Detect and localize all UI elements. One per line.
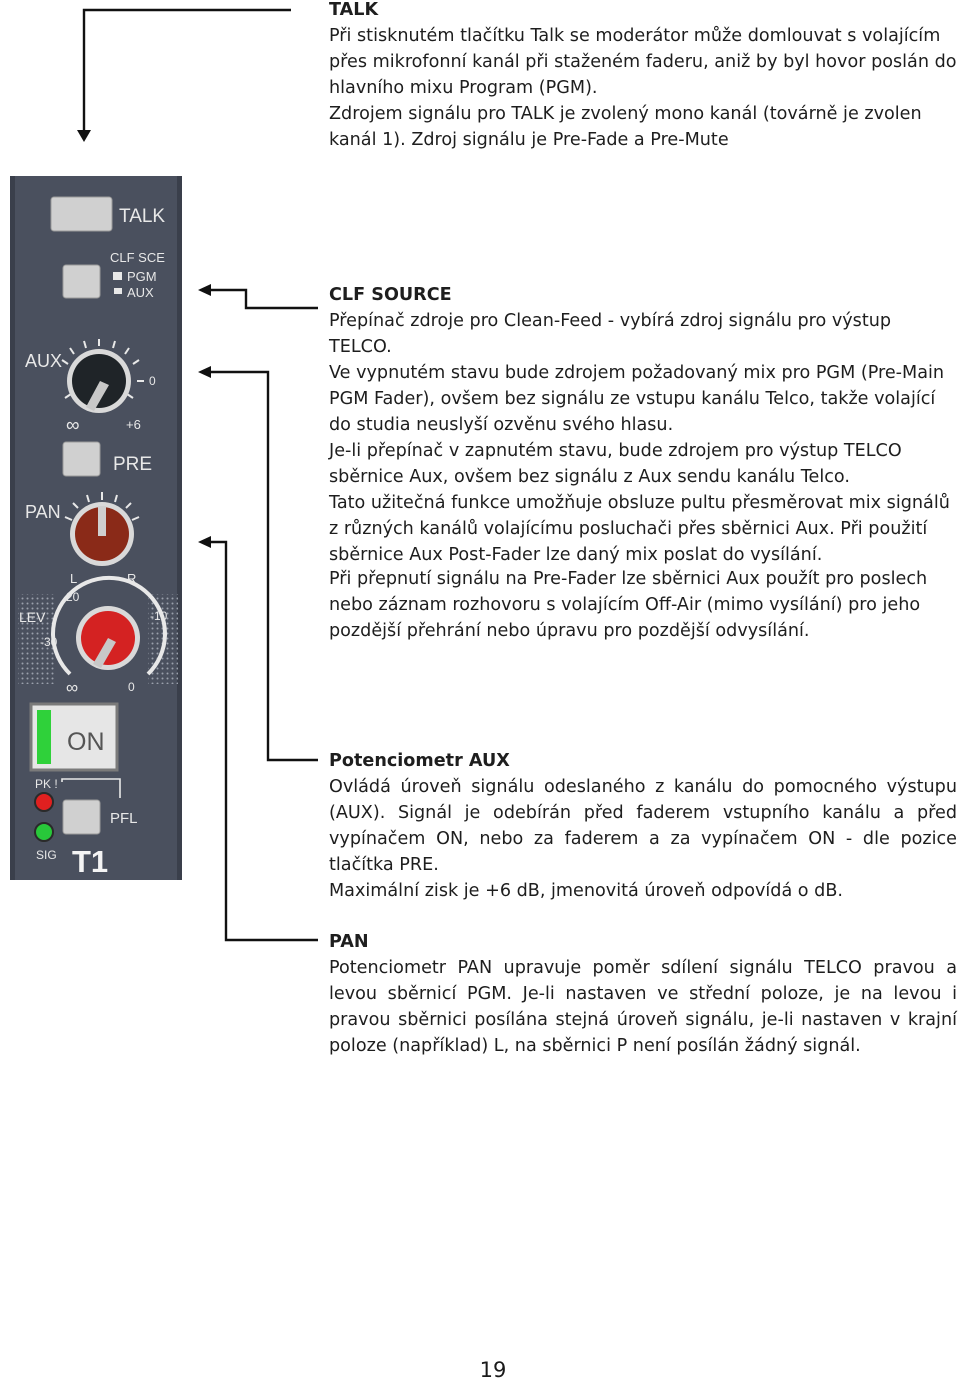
channel-label: T1: [72, 844, 108, 879]
pan-right-label: R: [127, 571, 136, 586]
clf-aux-indicator: [114, 288, 122, 294]
lev-inf-label: ∞: [66, 678, 78, 697]
aux-knob-label: AUX: [25, 351, 62, 371]
clf-extra-section: Při přepnutí signálu na Pre-Fader lze sb…: [329, 566, 929, 644]
pk-led: [34, 792, 54, 812]
pfl-bracket: [61, 778, 121, 798]
aux-knob-scale: [61, 339, 144, 399]
lev-knob-pointer: [93, 638, 116, 668]
clf-paragraph: Je-li přepínač v zapnutém stavu, bude zd…: [329, 441, 902, 487]
talk-paragraph: Zdrojem signálu pro TALK je zvolený mono…: [329, 104, 922, 150]
sig-label: SIG: [36, 848, 57, 862]
clf-paragraph: Ve vypnutém stavu bude zdrojem požadovan…: [329, 363, 945, 435]
clf-paragraph: Přepínač zdroje pro Clean-Feed - vybírá …: [329, 311, 892, 357]
pan-arrowhead: [198, 536, 211, 548]
talk-button[interactable]: [50, 196, 113, 232]
aux-heading: Potenciometr AUX: [329, 751, 510, 771]
sig-led: [34, 822, 54, 842]
lev-minus30-label: -30: [40, 635, 58, 649]
clf-source-section: CLF SOURCE Přepínač zdroje pro Clean-Fee…: [329, 282, 951, 568]
aux-knob-pointer: [86, 381, 109, 411]
talk-section: TALK Při stisknutém tlačítku Talk se mod…: [329, 0, 959, 153]
aux-paragraph: Maximální zisk je +6 dB, jmenovitá úrove…: [329, 881, 843, 901]
channel-strip-illustration: TALK CLF SCE PGM AUX AUX 0 ∞ +6 PRE PAN: [10, 176, 182, 880]
clf-heading: CLF SOURCE: [329, 285, 452, 305]
clf-pgm-indicator: [113, 272, 122, 280]
aux-zero-label: 0: [149, 374, 156, 388]
lev-dot-pattern: [18, 594, 178, 684]
talk-arrowhead: [77, 130, 91, 142]
clf-arrowhead: [198, 284, 211, 296]
pan-knob-pointer: [98, 506, 106, 536]
lev-label: LEV: [19, 609, 46, 625]
lev-minus10-label: -10: [150, 609, 168, 623]
pan-paragraph: Potenciometr PAN upravuje poměr sdílení …: [329, 958, 957, 1056]
aux-plus6-label: +6: [126, 417, 141, 432]
pre-button[interactable]: [62, 441, 101, 477]
pfl-button[interactable]: [62, 799, 101, 835]
aux-inf-label: ∞: [66, 415, 80, 436]
pan-left-label: L: [70, 571, 77, 586]
clf-paragraph: Tato užitečná funkce umožňuje obsluze pu…: [329, 493, 950, 565]
talk-paragraph: Při stisknutém tlačítku Talk se moderáto…: [329, 26, 957, 98]
clf-extra-paragraph: Při přepnutí signálu na Pre-Fader lze sb…: [329, 569, 928, 641]
aux-selector-label: AUX: [127, 285, 154, 300]
clf-sce-button[interactable]: [62, 264, 101, 299]
aux-paragraph: Ovládá úroveň signálu odeslaného z kanál…: [329, 777, 957, 875]
page-number: 19: [479, 1358, 507, 1382]
pgm-label: PGM: [127, 269, 157, 284]
clf-sce-label: CLF SCE: [110, 250, 165, 265]
aux-section: Potenciometr AUX Ovládá úroveň signálu o…: [329, 748, 957, 904]
lev-zero-label: 0: [128, 680, 135, 694]
aux-arrowhead: [198, 366, 211, 378]
pre-label: PRE: [113, 454, 152, 475]
pan-leader-line: [210, 540, 318, 942]
aux-leader-line: [210, 370, 318, 762]
clf-leader-line: [210, 288, 318, 310]
lev-scale-arc: [51, 575, 167, 676]
lev-20-label: 20: [66, 590, 80, 604]
pan-heading: PAN: [329, 932, 369, 952]
pfl-label: PFL: [110, 810, 138, 827]
pan-knob-scale: [64, 492, 140, 521]
talk-heading: TALK: [329, 0, 379, 20]
pan-section: PAN Potenciometr PAN upravuje poměr sdíl…: [329, 929, 957, 1059]
on-led: [37, 710, 51, 764]
talk-label: TALK: [119, 206, 165, 227]
pan-label: PAN: [25, 502, 61, 522]
on-label: ON: [67, 728, 105, 756]
talk-leader-line: [82, 8, 291, 132]
pk-label: PK !: [35, 777, 58, 791]
